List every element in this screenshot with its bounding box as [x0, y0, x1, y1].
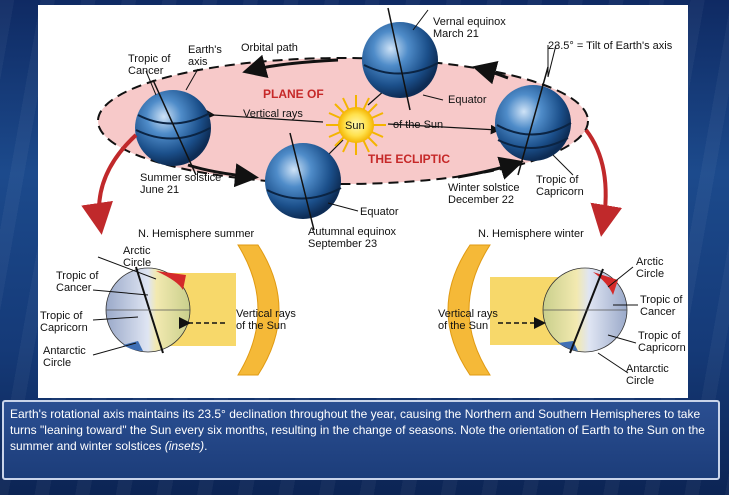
caption-end: . — [204, 439, 208, 453]
caption-box: Earth's rotational axis maintains its 23… — [2, 400, 720, 480]
label-equator-bottom: Equator — [360, 206, 399, 218]
label-of-the-sun: of the Sun — [393, 119, 443, 131]
rays-to-summer — [205, 109, 324, 123]
rays-to-winter — [387, 123, 501, 135]
caption-italic: (insets) — [164, 439, 205, 453]
label-tilt: 23.5° = Tilt of Earth's axis — [548, 40, 673, 52]
winter-inset — [447, 244, 638, 376]
orbit-arrow-top-right — [472, 61, 509, 85]
globe-vernal — [362, 7, 439, 111]
arrow-to-summer-inset — [81, 133, 138, 235]
globe-summer — [135, 79, 211, 176]
globe-autumnal — [265, 132, 342, 231]
label-nh-summer: N. Hemisphere summer — [138, 228, 254, 240]
orbit-arrow-top-left — [242, 54, 339, 78]
label-orbital-path: Orbital path — [241, 42, 298, 54]
label-the-ecliptic: THE ECLIPTIC — [368, 152, 450, 166]
globe-winter — [495, 66, 572, 176]
label-nh-winter: N. Hemisphere winter — [478, 228, 584, 240]
caption-text: Earth's rotational axis maintains its 23… — [10, 407, 705, 453]
orbit-arrow-bottom-right — [457, 156, 524, 180]
label-vertical-rays-top: Vertical rays — [243, 108, 303, 120]
label-sun: Sun — [345, 120, 365, 132]
label-equator-right: Equator — [448, 94, 487, 106]
sun — [326, 95, 386, 155]
summer-inset — [92, 244, 280, 376]
arrow-to-winter-inset — [584, 128, 623, 237]
label-plane-of: PLANE OF — [263, 87, 324, 101]
